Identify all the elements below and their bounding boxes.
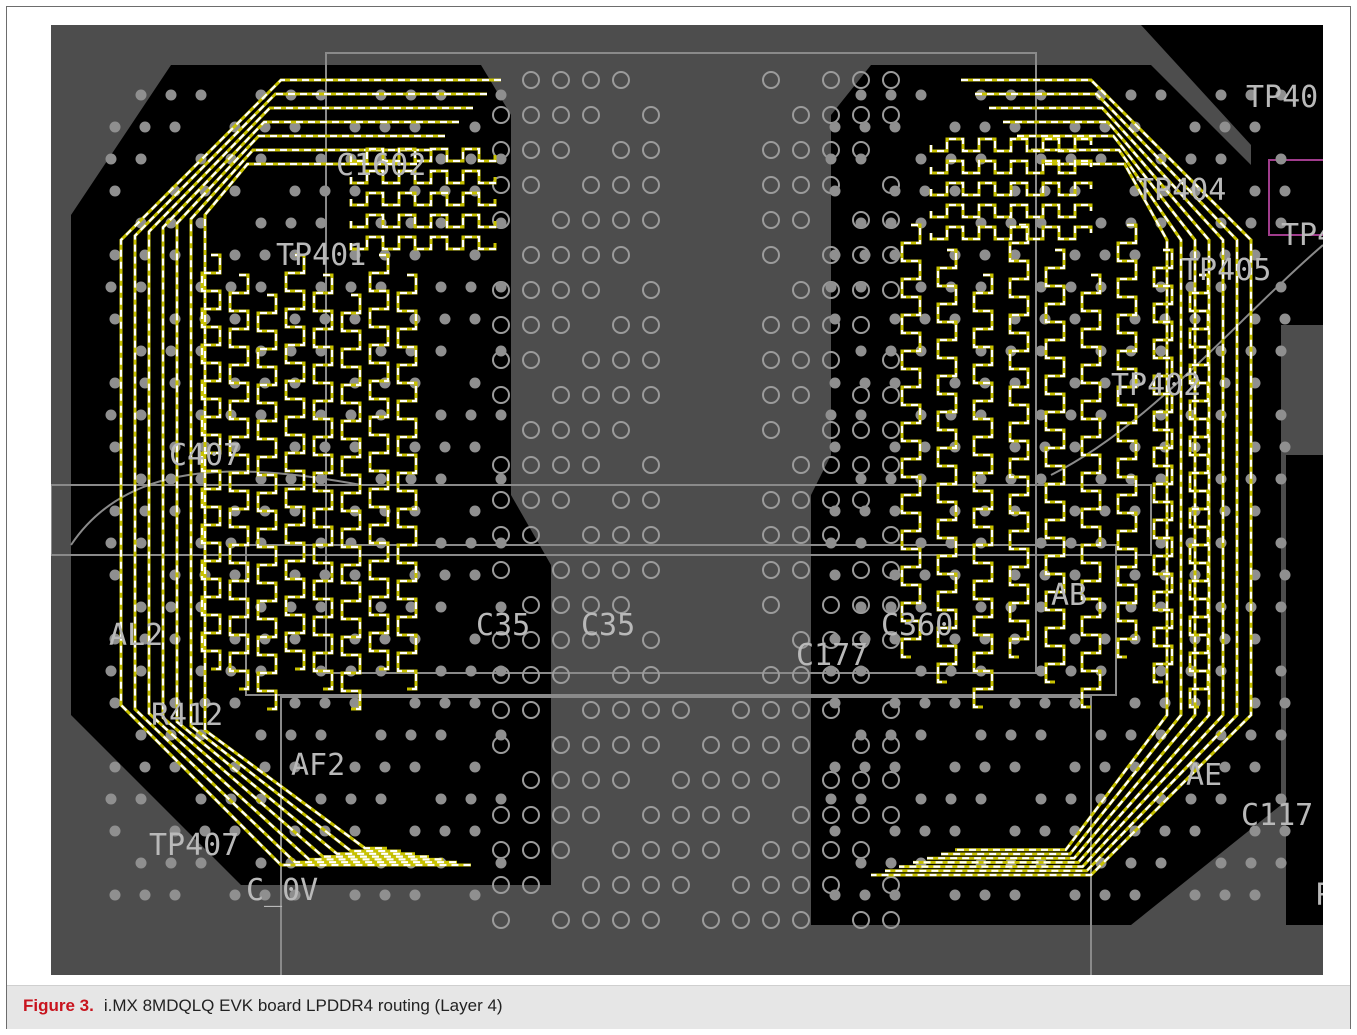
caption-bar: Figure 3. i.MX 8MDQLQ EVK board LPDDR4 ro… — [7, 985, 1350, 1029]
silkscreen-label: TP405 — [1181, 253, 1271, 288]
silkscreen-label: AB — [1051, 578, 1087, 613]
marker-box — [1268, 159, 1323, 236]
silkscreen-label: C1602 — [336, 148, 426, 183]
silkscreen-label: AE — [1186, 758, 1222, 793]
bottom-right-copper — [1286, 455, 1323, 925]
silkscreen-label: TP404 — [1136, 173, 1226, 208]
ddr-traces — [119, 78, 1253, 877]
figure-label: Figure 3. — [23, 996, 94, 1015]
figure-title: i.MX 8MDQLQ EVK board LPDDR4 routing (La… — [103, 996, 503, 1015]
top-right-copper — [1141, 25, 1323, 325]
silkscreen-label: TP407 — [149, 828, 239, 863]
silkscreen-label: AL2 — [109, 618, 163, 653]
silkscreen-label: C117 — [1241, 798, 1313, 833]
silkscreen-label: C407 — [169, 438, 241, 473]
silkscreen-label: TP401 — [276, 238, 366, 273]
silkscreen-label: C_0V — [246, 873, 318, 908]
silkscreen-label: TP403 — [1281, 218, 1323, 253]
silkscreen-label: TP40 — [1246, 80, 1318, 115]
silkscreen-label: C35 — [476, 608, 530, 643]
silkscreen-label: R513 — [1316, 878, 1323, 913]
silkscreen-label: AF2 — [291, 748, 345, 783]
silkscreen-label: R412 — [151, 698, 223, 733]
silkscreen-label: C35 — [581, 608, 635, 643]
silkscreen-label: C360 — [881, 608, 953, 643]
figure-caption: Figure 3. i.MX 8MDQLQ EVK board LPDDR4 ro… — [23, 996, 503, 1016]
silkscreen-label: C177 — [796, 638, 868, 673]
silkscreen-label: TP402 — [1111, 368, 1201, 403]
